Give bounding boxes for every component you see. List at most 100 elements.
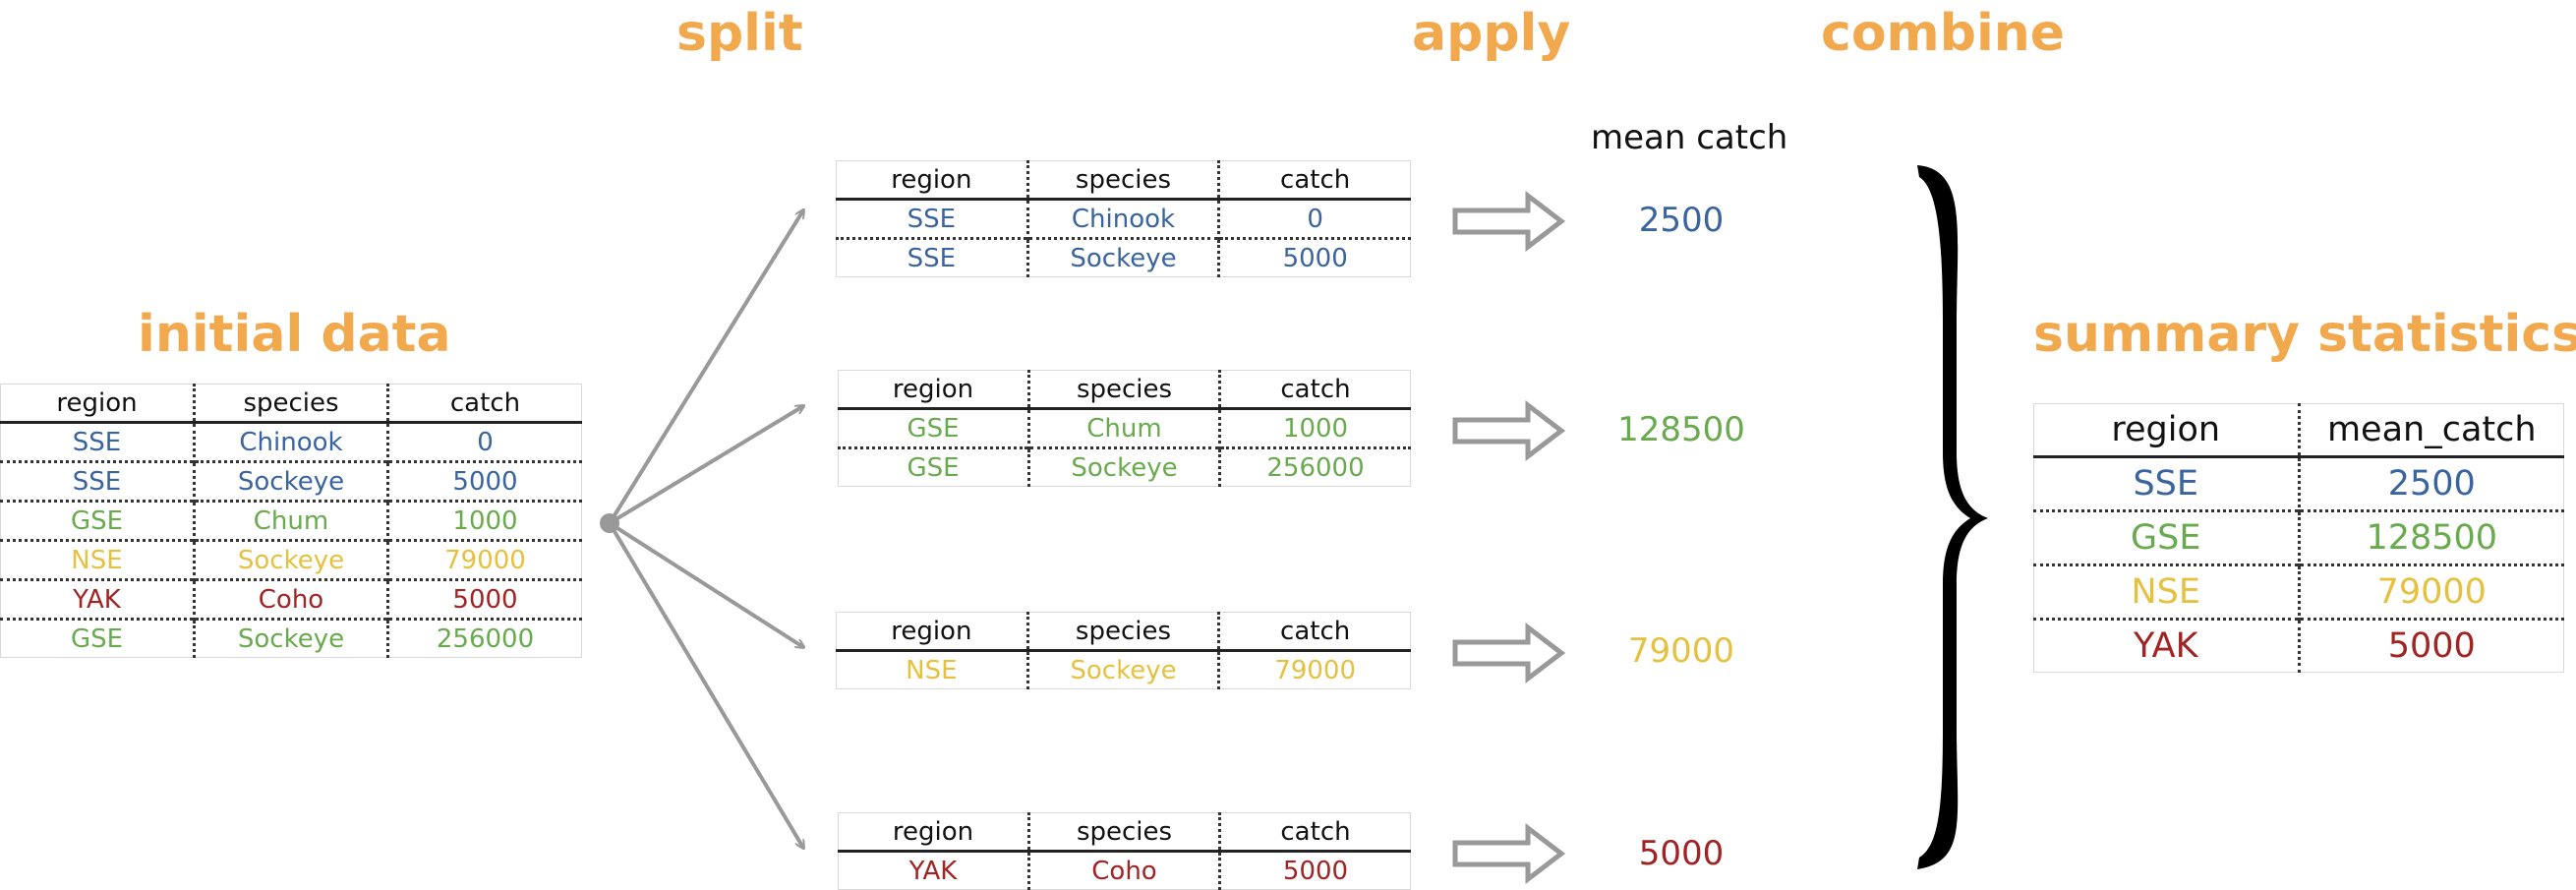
split-arrow-sse bbox=[608, 210, 803, 525]
combine-heading: combine bbox=[1821, 4, 2066, 63]
split-arrow-gse bbox=[608, 406, 803, 525]
apply-heading: apply bbox=[1412, 4, 1571, 63]
table-cell: Chum bbox=[1027, 407, 1220, 448]
table-cell: SSE bbox=[0, 460, 195, 502]
column-header: catch bbox=[1218, 812, 1411, 852]
initial-data-heading: initial data bbox=[138, 305, 451, 364]
column-header: catch bbox=[386, 384, 582, 423]
split-arrow-nse bbox=[608, 521, 803, 647]
summary-statistics-heading: summary statistics bbox=[2033, 305, 2576, 364]
column-header: region bbox=[838, 370, 1029, 409]
table-cell: GSE bbox=[0, 618, 195, 658]
table-cell: 0 bbox=[386, 421, 582, 462]
table-cell: Sockeye bbox=[1025, 649, 1219, 689]
table-cell: NSE bbox=[836, 649, 1028, 689]
table-cell: 256000 bbox=[1218, 446, 1411, 487]
table-cell: Sockeye bbox=[193, 460, 388, 502]
table-cell: NSE bbox=[0, 539, 195, 580]
table-cell: SSE bbox=[0, 421, 195, 462]
table-cell: 5000 bbox=[2297, 618, 2564, 673]
table-cell: Chinook bbox=[193, 421, 388, 462]
column-header: species bbox=[1025, 160, 1219, 200]
column-header: region bbox=[2033, 403, 2299, 457]
table-cell: Sockeye bbox=[1025, 237, 1219, 277]
apply-arrow-gse bbox=[1452, 399, 1566, 462]
apply-arrow-sse bbox=[1452, 190, 1566, 253]
table-cell: 256000 bbox=[386, 618, 582, 658]
table-cell: Coho bbox=[1027, 850, 1220, 890]
mean-value-yak: 5000 bbox=[1638, 834, 1725, 873]
table-cell: 79000 bbox=[386, 539, 582, 580]
column-header: catch bbox=[1217, 612, 1411, 651]
table-cell: YAK bbox=[838, 850, 1029, 890]
column-header: region bbox=[0, 384, 195, 423]
table-cell: SSE bbox=[836, 198, 1028, 239]
table-cell: 1000 bbox=[1218, 407, 1411, 448]
split-arrow-yak bbox=[608, 521, 803, 848]
table-cell: Sockeye bbox=[193, 618, 388, 658]
table-cell: GSE bbox=[2033, 509, 2299, 565]
column-header: mean_catch bbox=[2297, 403, 2564, 457]
apply-arrow-nse bbox=[1452, 622, 1566, 684]
mean-value-sse: 2500 bbox=[1638, 201, 1725, 240]
column-header: region bbox=[836, 612, 1028, 651]
table-cell: 5000 bbox=[386, 578, 582, 620]
column-header: species bbox=[1025, 612, 1219, 651]
table-cell: YAK bbox=[2033, 618, 2299, 673]
table-cell: 5000 bbox=[386, 460, 582, 502]
table-cell: Coho bbox=[193, 578, 388, 620]
table-cell: GSE bbox=[838, 407, 1029, 448]
table-cell: Sockeye bbox=[1027, 446, 1220, 487]
table-cell: 1000 bbox=[386, 500, 582, 541]
column-header: region bbox=[838, 812, 1029, 852]
table-cell: 2500 bbox=[2297, 455, 2564, 511]
split-arrows bbox=[608, 210, 803, 848]
column-header: species bbox=[1027, 812, 1220, 852]
split-origin-dot bbox=[600, 513, 619, 533]
table-cell: GSE bbox=[838, 446, 1029, 487]
split-heading: split bbox=[676, 4, 803, 63]
table-cell: 5000 bbox=[1217, 237, 1411, 277]
column-header: species bbox=[1027, 370, 1220, 409]
apply-arrows bbox=[1452, 190, 1566, 885]
table-cell: SSE bbox=[2033, 455, 2299, 511]
table-cell: 0 bbox=[1217, 198, 1411, 239]
table-cell: 79000 bbox=[2297, 564, 2564, 620]
table-cell: GSE bbox=[0, 500, 195, 541]
column-header: catch bbox=[1217, 160, 1411, 200]
table-cell: 79000 bbox=[1217, 649, 1411, 689]
mean-value-gse: 128500 bbox=[1617, 410, 1745, 449]
table-cell: Sockeye bbox=[193, 539, 388, 580]
apply-arrow-yak bbox=[1452, 822, 1566, 885]
table-cell: SSE bbox=[836, 237, 1028, 277]
mean-catch-label: mean catch bbox=[1591, 118, 1788, 157]
table-cell: Chinook bbox=[1025, 198, 1219, 239]
column-header: species bbox=[193, 384, 388, 423]
